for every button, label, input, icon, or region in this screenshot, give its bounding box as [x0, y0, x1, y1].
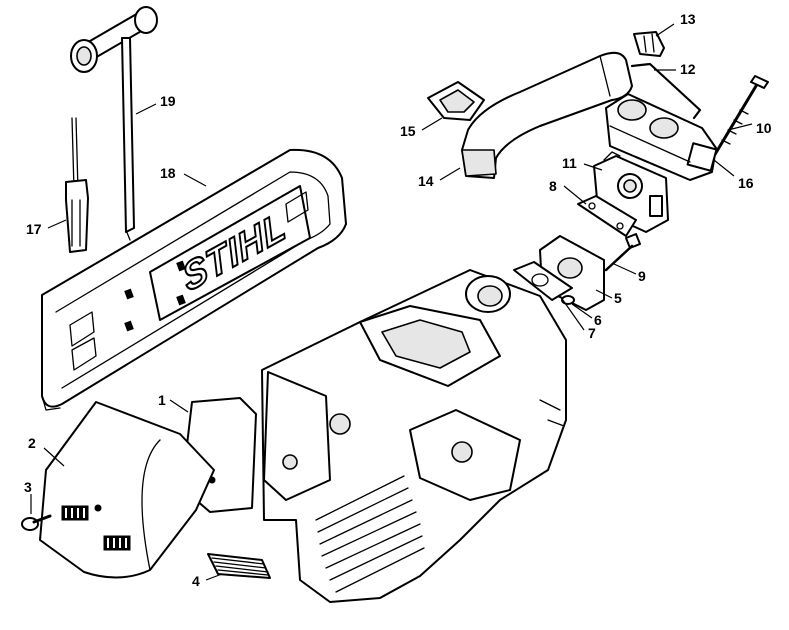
callout-16: 16 — [738, 175, 754, 191]
callout-17: 17 — [26, 221, 42, 237]
rubber-seal — [427, 81, 485, 121]
callout-6: 6 — [594, 312, 602, 328]
carburetor-box — [605, 93, 718, 181]
washer — [561, 295, 575, 305]
screwdriver — [65, 117, 89, 253]
leader-lines — [30, 23, 753, 581]
long-screw — [712, 75, 769, 158]
callout-2: 2 — [28, 435, 36, 451]
shroud — [39, 401, 215, 579]
callout-11: 11 — [562, 155, 577, 171]
throttle-clip — [633, 31, 665, 57]
vent-slots-right — [103, 535, 131, 551]
callout-5: 5 — [614, 290, 622, 306]
shroud-screw — [21, 514, 52, 531]
chain-sprocket-cover: STIHL — [41, 148, 347, 411]
intake-elbow — [461, 51, 633, 179]
callout-18: 18 — [160, 165, 176, 181]
callout-10: 10 — [756, 120, 772, 136]
callout-13: 13 — [680, 11, 696, 27]
callout-labels: 1 2 3 4 5 6 7 8 9 10 11 12 13 14 15 16 1… — [24, 11, 772, 589]
callout-3: 3 — [24, 479, 32, 495]
throttle-rod — [630, 62, 702, 120]
callout-9: 9 — [638, 268, 646, 284]
callout-4: 4 — [192, 573, 200, 589]
callout-15: 15 — [400, 123, 416, 139]
grille — [207, 553, 271, 579]
cooling-fins — [315, 475, 425, 593]
callout-8: 8 — [549, 178, 557, 194]
callout-19: 19 — [160, 93, 176, 109]
callout-1: 1 — [158, 392, 166, 408]
combination-wrench — [70, 6, 158, 241]
chainsaw-housing — [261, 269, 567, 603]
callout-12: 12 — [680, 61, 696, 77]
carburetor-screw — [604, 233, 641, 272]
flange-gasket — [513, 261, 573, 301]
vent-slots-left — [61, 505, 89, 521]
callout-7: 7 — [588, 325, 596, 341]
callout-14: 14 — [418, 173, 434, 189]
gasket — [577, 195, 637, 237]
